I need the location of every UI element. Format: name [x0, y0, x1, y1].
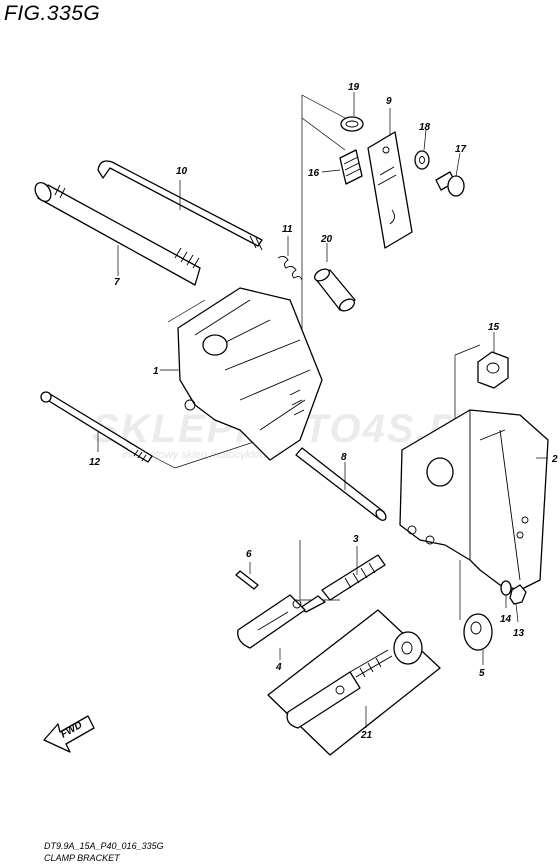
part-19-clip[interactable]	[340, 116, 364, 132]
callout-13: 13	[513, 628, 525, 639]
callout-16: 16	[308, 168, 320, 179]
callout-6: 6	[246, 549, 252, 560]
callout-14: 14	[500, 614, 512, 625]
part-2-right-bracket[interactable]	[399, 409, 549, 591]
callout-leaders	[97, 92, 548, 728]
callout-21: 21	[360, 730, 373, 741]
part-16-pad[interactable]	[339, 149, 363, 185]
part-1-left-bracket[interactable]	[177, 287, 323, 461]
callout-10: 10	[176, 166, 188, 177]
part-21-handle[interactable]	[267, 609, 441, 756]
part-5-pad[interactable]	[463, 613, 493, 651]
part-13-nut[interactable]	[509, 584, 527, 605]
callout-19: 19	[348, 82, 360, 93]
callout-17: 17	[455, 144, 467, 155]
part-4-lever[interactable]	[237, 594, 306, 649]
figure-caption: CLAMP BRACKET	[44, 853, 120, 863]
part-20-bushing[interactable]	[313, 267, 357, 314]
callout-18: 18	[419, 122, 431, 133]
callout-8: 8	[341, 452, 347, 463]
part-17-bolt[interactable]	[435, 171, 465, 197]
part-11-spring[interactable]	[277, 255, 303, 281]
part-12-bolt[interactable]	[40, 391, 153, 463]
part-8-pin[interactable]	[295, 447, 388, 522]
callout-3: 3	[353, 534, 359, 545]
callout-11: 11	[282, 224, 293, 235]
callout-15: 15	[488, 322, 500, 333]
callout-7: 7	[114, 277, 120, 288]
callout-2: 2	[551, 454, 558, 465]
part-15-nut[interactable]	[477, 351, 509, 389]
part-3-screw[interactable]	[299, 554, 386, 613]
callout-5: 5	[479, 668, 485, 679]
fwd-arrow: FWD	[43, 715, 95, 753]
callout-1: 1	[153, 366, 159, 377]
callout-20: 20	[320, 234, 333, 245]
figure-code: DT9.9A_15A_P40_016_335G	[44, 841, 164, 851]
callout-labels: 1 2 3 4 5 6 7 8 9 10 11 12 13 14 15 16 1…	[89, 82, 558, 741]
callout-9: 9	[386, 96, 392, 107]
callout-4: 4	[275, 662, 282, 673]
callout-12: 12	[89, 457, 101, 468]
watermark-subtext: internetowy sklep motocyklowy	[122, 449, 275, 461]
part-9-plate[interactable]	[367, 131, 413, 249]
part-7-tube[interactable]	[32, 180, 201, 286]
part-18-washer[interactable]	[414, 150, 430, 170]
part-14-washer[interactable]	[500, 580, 512, 596]
part-6-pin[interactable]	[235, 570, 259, 590]
figure-title: FIG.335G	[4, 2, 101, 25]
